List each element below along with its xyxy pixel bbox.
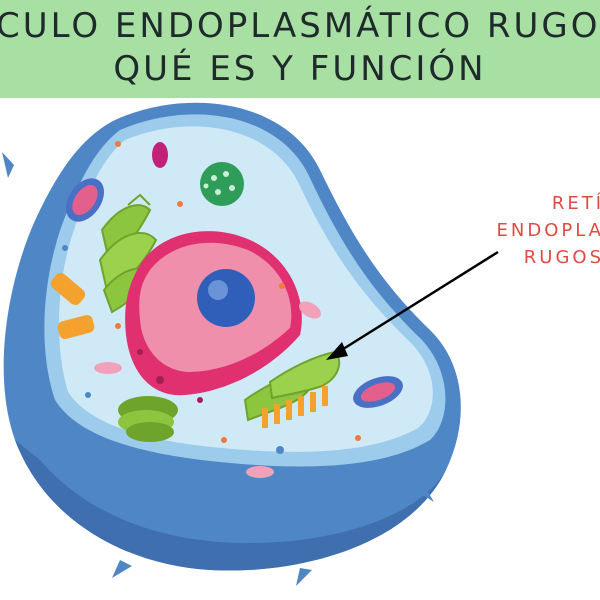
peroxisome xyxy=(200,162,244,206)
mitochondrion-2 xyxy=(353,376,403,408)
vesicle-dot xyxy=(279,283,285,289)
vesicle-dot xyxy=(115,141,121,147)
annotation-line-1: RETÍ xyxy=(551,193,600,214)
centrioles xyxy=(50,272,95,340)
vesicle-cluster-green xyxy=(118,396,178,442)
title-line-2: QUÉ ES Y FUNCIÓN xyxy=(113,49,487,89)
lysosome-3 xyxy=(94,362,122,374)
annotation-line-3: RUGOS xyxy=(523,247,600,268)
nucleolus xyxy=(197,269,255,327)
vesicle-dot xyxy=(276,446,284,454)
pointer-arrow xyxy=(326,250,499,360)
lysosome-1 xyxy=(152,142,168,168)
lysosome-4 xyxy=(246,466,274,478)
vesicle-dot xyxy=(221,437,227,443)
vesicle-dot xyxy=(355,435,361,441)
vesicle-dot xyxy=(62,245,68,251)
vesicle-dot xyxy=(85,392,91,398)
nucleus xyxy=(125,231,302,403)
annotation-label: RETÍ ENDOPLA RUGOS xyxy=(497,190,600,271)
membrane-spike-left xyxy=(2,152,14,178)
rough-endoplasmic-reticulum xyxy=(243,350,341,428)
membrane-spike-bottom xyxy=(296,568,312,586)
lysosome-2 xyxy=(299,301,321,319)
nucleolus-highlight xyxy=(208,280,228,300)
cell-membrane-rim xyxy=(15,440,446,571)
membrane-spike-lower-left xyxy=(112,560,132,578)
vesicle-dot xyxy=(177,201,183,207)
title-line-1: CULO ENDOPLASMÁTICO RUGO xyxy=(0,6,600,46)
title-banner: CULO ENDOPLASMÁTICO RUGO QUÉ ES Y FUNCIÓ… xyxy=(0,0,600,98)
vesicle-dot xyxy=(115,323,121,329)
membrane-spike-right xyxy=(418,482,434,502)
mitochondrion-1 xyxy=(65,178,105,222)
annotation-line-2: ENDOPLA xyxy=(496,220,600,241)
